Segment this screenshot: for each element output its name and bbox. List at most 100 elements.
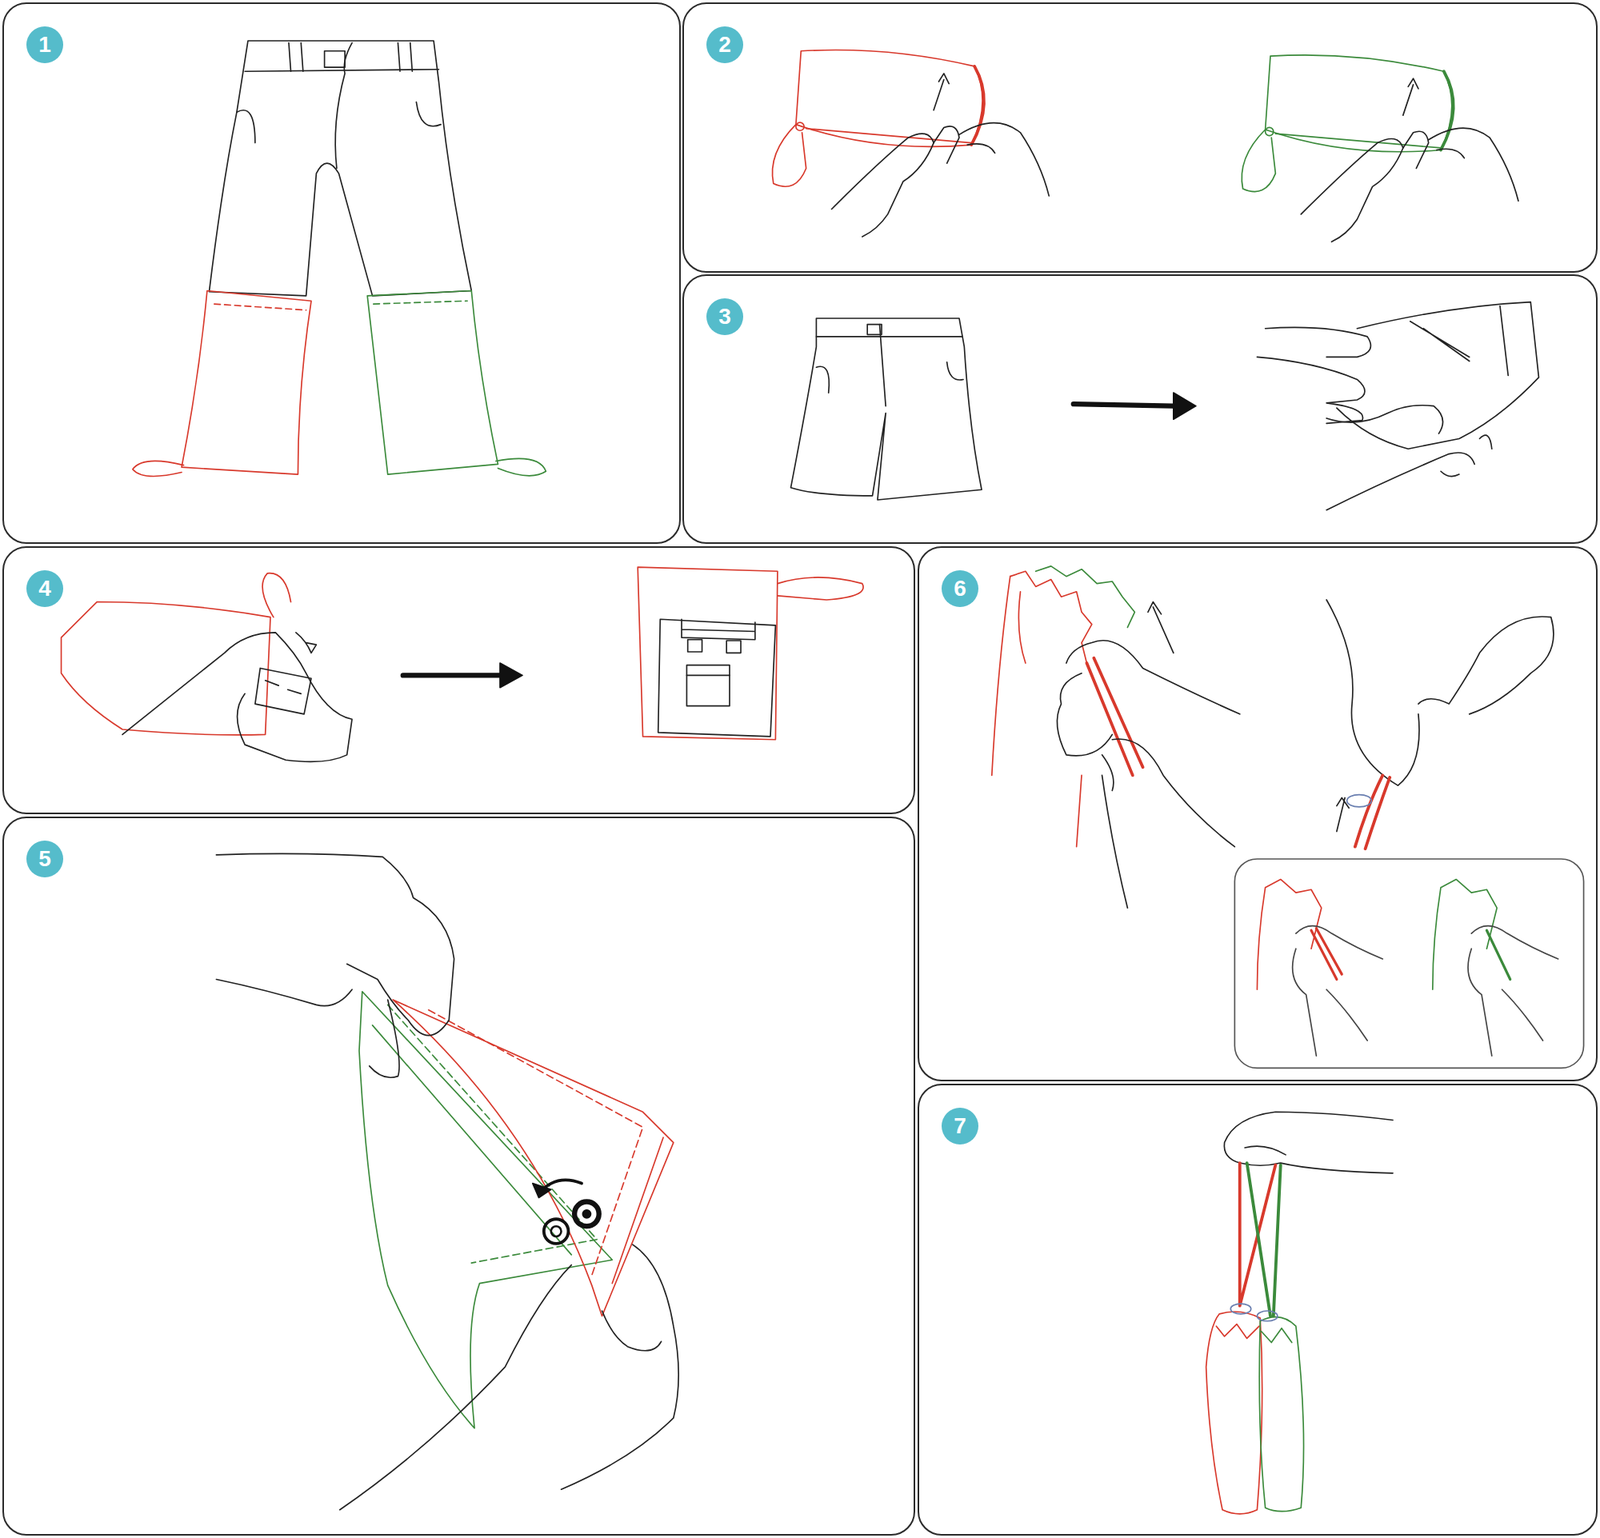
hands-part: [959, 123, 1049, 196]
hands-part: [340, 1265, 572, 1511]
hands-part: [1418, 616, 1554, 715]
trousers-figure-part: [236, 102, 441, 144]
hands-part: [1436, 148, 1464, 158]
cords: [1240, 1163, 1281, 1316]
step-panel: 7: [917, 1084, 1598, 1536]
cord-toggles-part: [1256, 1311, 1278, 1322]
green-fabric: [359, 992, 612, 1429]
green-leg-part: [367, 291, 498, 476]
step-panel: 1: [2, 2, 681, 544]
green-bag-hanging: [1259, 1317, 1304, 1512]
snap-buttons-part: [574, 1202, 600, 1228]
green-fabric-part: [388, 1004, 597, 1264]
jeans-folded-part: [255, 668, 312, 714]
inset-red-part: [1256, 879, 1321, 990]
shorts-figure-part: [791, 318, 983, 500]
shorts-figure-part: [816, 324, 964, 407]
red-leg-fold-part: [806, 128, 972, 144]
step-number: 2: [706, 26, 744, 64]
green-leg-part: [373, 300, 468, 304]
red-bag-gathered-part: [992, 576, 1026, 776]
step-panel: 6: [917, 546, 1598, 1082]
step-number: 5: [26, 840, 64, 878]
rolling-shorts-part: [1326, 405, 1443, 434]
jeans-in-bag-part: [686, 665, 730, 707]
step-arrow-part: [1173, 392, 1196, 420]
hands-part: [933, 73, 949, 111]
hands: [1300, 78, 1519, 242]
rolling-shorts-part: [1326, 452, 1475, 511]
hands-part: [1148, 602, 1174, 654]
red-bag-gathered-part: [1086, 658, 1143, 776]
step-panel: 3: [682, 274, 1598, 544]
step-arrow-part: [403, 672, 500, 678]
snap-buttons-part: [551, 1226, 562, 1237]
cord-toggles: [1230, 1304, 1278, 1322]
red-bag-hanging-part: [1206, 1312, 1263, 1515]
hands-part: [933, 126, 960, 164]
rolling-shorts-part: [1410, 306, 1508, 376]
red-bag-packed-part: [637, 567, 778, 740]
red-leg: [132, 291, 312, 477]
hands: [832, 73, 1050, 237]
jeans-folded-part: [122, 632, 352, 763]
hands-part: [967, 144, 995, 153]
green-bag-gathered: [1036, 566, 1136, 628]
green-leg: [367, 291, 546, 476]
red-bag-hanging-part: [1216, 1324, 1260, 1340]
jeans-in-bag-part: [726, 640, 741, 653]
snap-buttons: [532, 1180, 600, 1244]
inset-box: [1234, 859, 1584, 1068]
red-bag-open-part: [262, 573, 291, 618]
hands-part: [1066, 640, 1240, 715]
red-bag-packed: [637, 567, 864, 740]
hands-part: [832, 133, 935, 237]
green-fabric-part: [359, 992, 612, 1429]
cord-toggle-part: [1347, 795, 1372, 808]
hand-part: [1224, 1112, 1393, 1174]
red-leg-fold-part: [772, 124, 806, 188]
green-leg-fold-part: [1275, 133, 1441, 148]
hands-part: [1326, 600, 1420, 786]
red-fabric-part: [612, 1137, 664, 1284]
step-number: 4: [26, 570, 64, 608]
green-leg-fold-part: [1265, 55, 1452, 152]
shorts-figure-part: [867, 324, 882, 336]
cord-toggle: [1347, 775, 1391, 849]
rolling-shorts-part: [1336, 302, 1540, 450]
red-leg-fold-part: [796, 49, 983, 147]
green-leg-part: [496, 458, 546, 476]
green-leg-fold: [1241, 55, 1453, 192]
jeans-in-bag-part: [658, 619, 776, 737]
step-number: 3: [706, 298, 744, 336]
red-leg-fold-part: [796, 122, 804, 131]
inset-green: [1432, 879, 1511, 990]
hands-part: [369, 1000, 400, 1078]
hands-part: [1428, 128, 1519, 201]
shorts-figure: [791, 318, 983, 500]
hands-part: [602, 1311, 662, 1352]
red-leg-fold-part: [971, 66, 984, 145]
cords-part: [1247, 1163, 1281, 1316]
trousers-figure-part: [335, 43, 352, 169]
rolling-shorts-part: [1440, 435, 1492, 476]
trousers-figure-part: [208, 40, 472, 296]
hand: [1224, 1112, 1393, 1174]
red-bag-gathered: [992, 571, 1144, 847]
green-fabric-part: [372, 1025, 572, 1256]
green-leg-fold-part: [1241, 129, 1276, 192]
step-arrow-part: [1073, 404, 1174, 407]
jeans-in-bag: [658, 619, 776, 737]
inset-hands-part: [1468, 926, 1559, 1057]
red-bag-open-part: [61, 602, 271, 736]
jeans-folded-part: [296, 632, 317, 654]
red-bag-hanging: [1206, 1312, 1263, 1515]
trousers-figure-part: [244, 69, 439, 72]
illustration-layer-part: [1241, 55, 1519, 242]
red-leg-part: [132, 460, 184, 476]
snap-buttons-part: [532, 1184, 552, 1199]
inset-hands: [1292, 926, 1559, 1057]
